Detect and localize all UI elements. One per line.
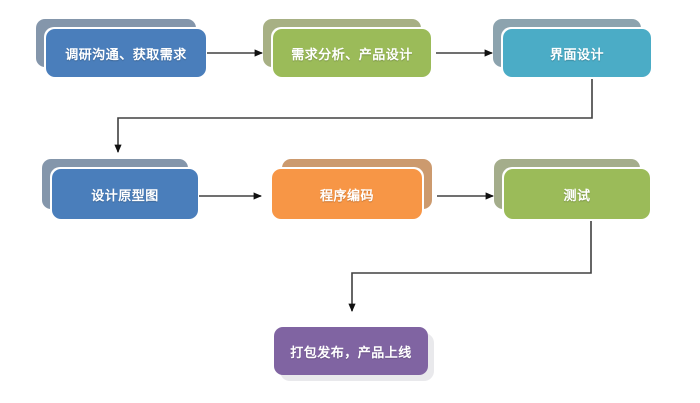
node-ui-design-label: 界面设计	[549, 46, 604, 62]
node-ui-design[interactable]: 界面设计	[493, 19, 661, 87]
node-prototype-body[interactable]: 设计原型图	[52, 169, 198, 219]
node-prototype[interactable]: 设计原型图	[42, 159, 208, 229]
node-research[interactable]: 调研沟通、获取需求	[36, 19, 216, 87]
node-testing-label: 测试	[563, 187, 591, 203]
node-testing-body[interactable]: 测试	[504, 169, 650, 219]
conn-ui-to-prototype	[114, 79, 593, 153]
node-prototype-label: 设计原型图	[91, 187, 159, 203]
node-release[interactable]: 打包发布，产品上线	[274, 327, 438, 385]
node-coding-label: 程序编码	[319, 187, 374, 203]
node-coding[interactable]: 程序编码	[270, 159, 442, 229]
node-analysis[interactable]: 需求分析、产品设计	[263, 19, 441, 87]
node-research-body[interactable]: 调研沟通、获取需求	[46, 29, 206, 77]
node-release-label: 打包发布，产品上线	[290, 344, 412, 360]
node-coding-body[interactable]: 程序编码	[272, 169, 422, 219]
node-release-body[interactable]: 打包发布，产品上线	[274, 327, 428, 375]
node-ui-design-body[interactable]: 界面设计	[503, 29, 651, 77]
node-analysis-body[interactable]: 需求分析、产品设计	[273, 29, 431, 77]
node-analysis-label: 需求分析、产品设计	[291, 46, 413, 62]
node-testing[interactable]: 测试	[494, 159, 660, 229]
conn-testing-to-release	[348, 221, 592, 312]
node-research-label: 调研沟通、获取需求	[65, 46, 187, 62]
